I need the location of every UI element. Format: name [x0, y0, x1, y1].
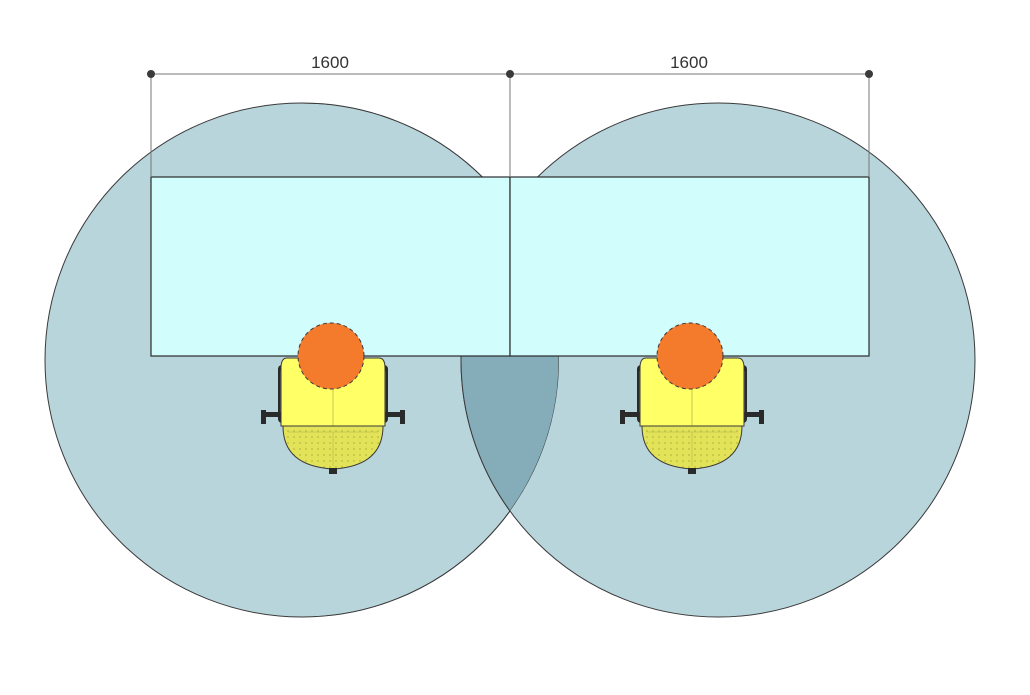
dimension-lines: 1600 1600: [147, 53, 873, 177]
reach-zone-overlap: [460, 103, 559, 617]
dimension-dot-middle: [506, 70, 514, 78]
people: [297, 322, 724, 390]
dimension-label-right: 1600: [670, 53, 708, 72]
left-person-head: [297, 322, 365, 390]
dimension-dot-left: [147, 70, 155, 78]
desks: [150, 176, 870, 357]
right-person-head: [656, 322, 724, 390]
dimension-label-left: 1600: [311, 53, 349, 72]
dimension-dot-right: [865, 70, 873, 78]
